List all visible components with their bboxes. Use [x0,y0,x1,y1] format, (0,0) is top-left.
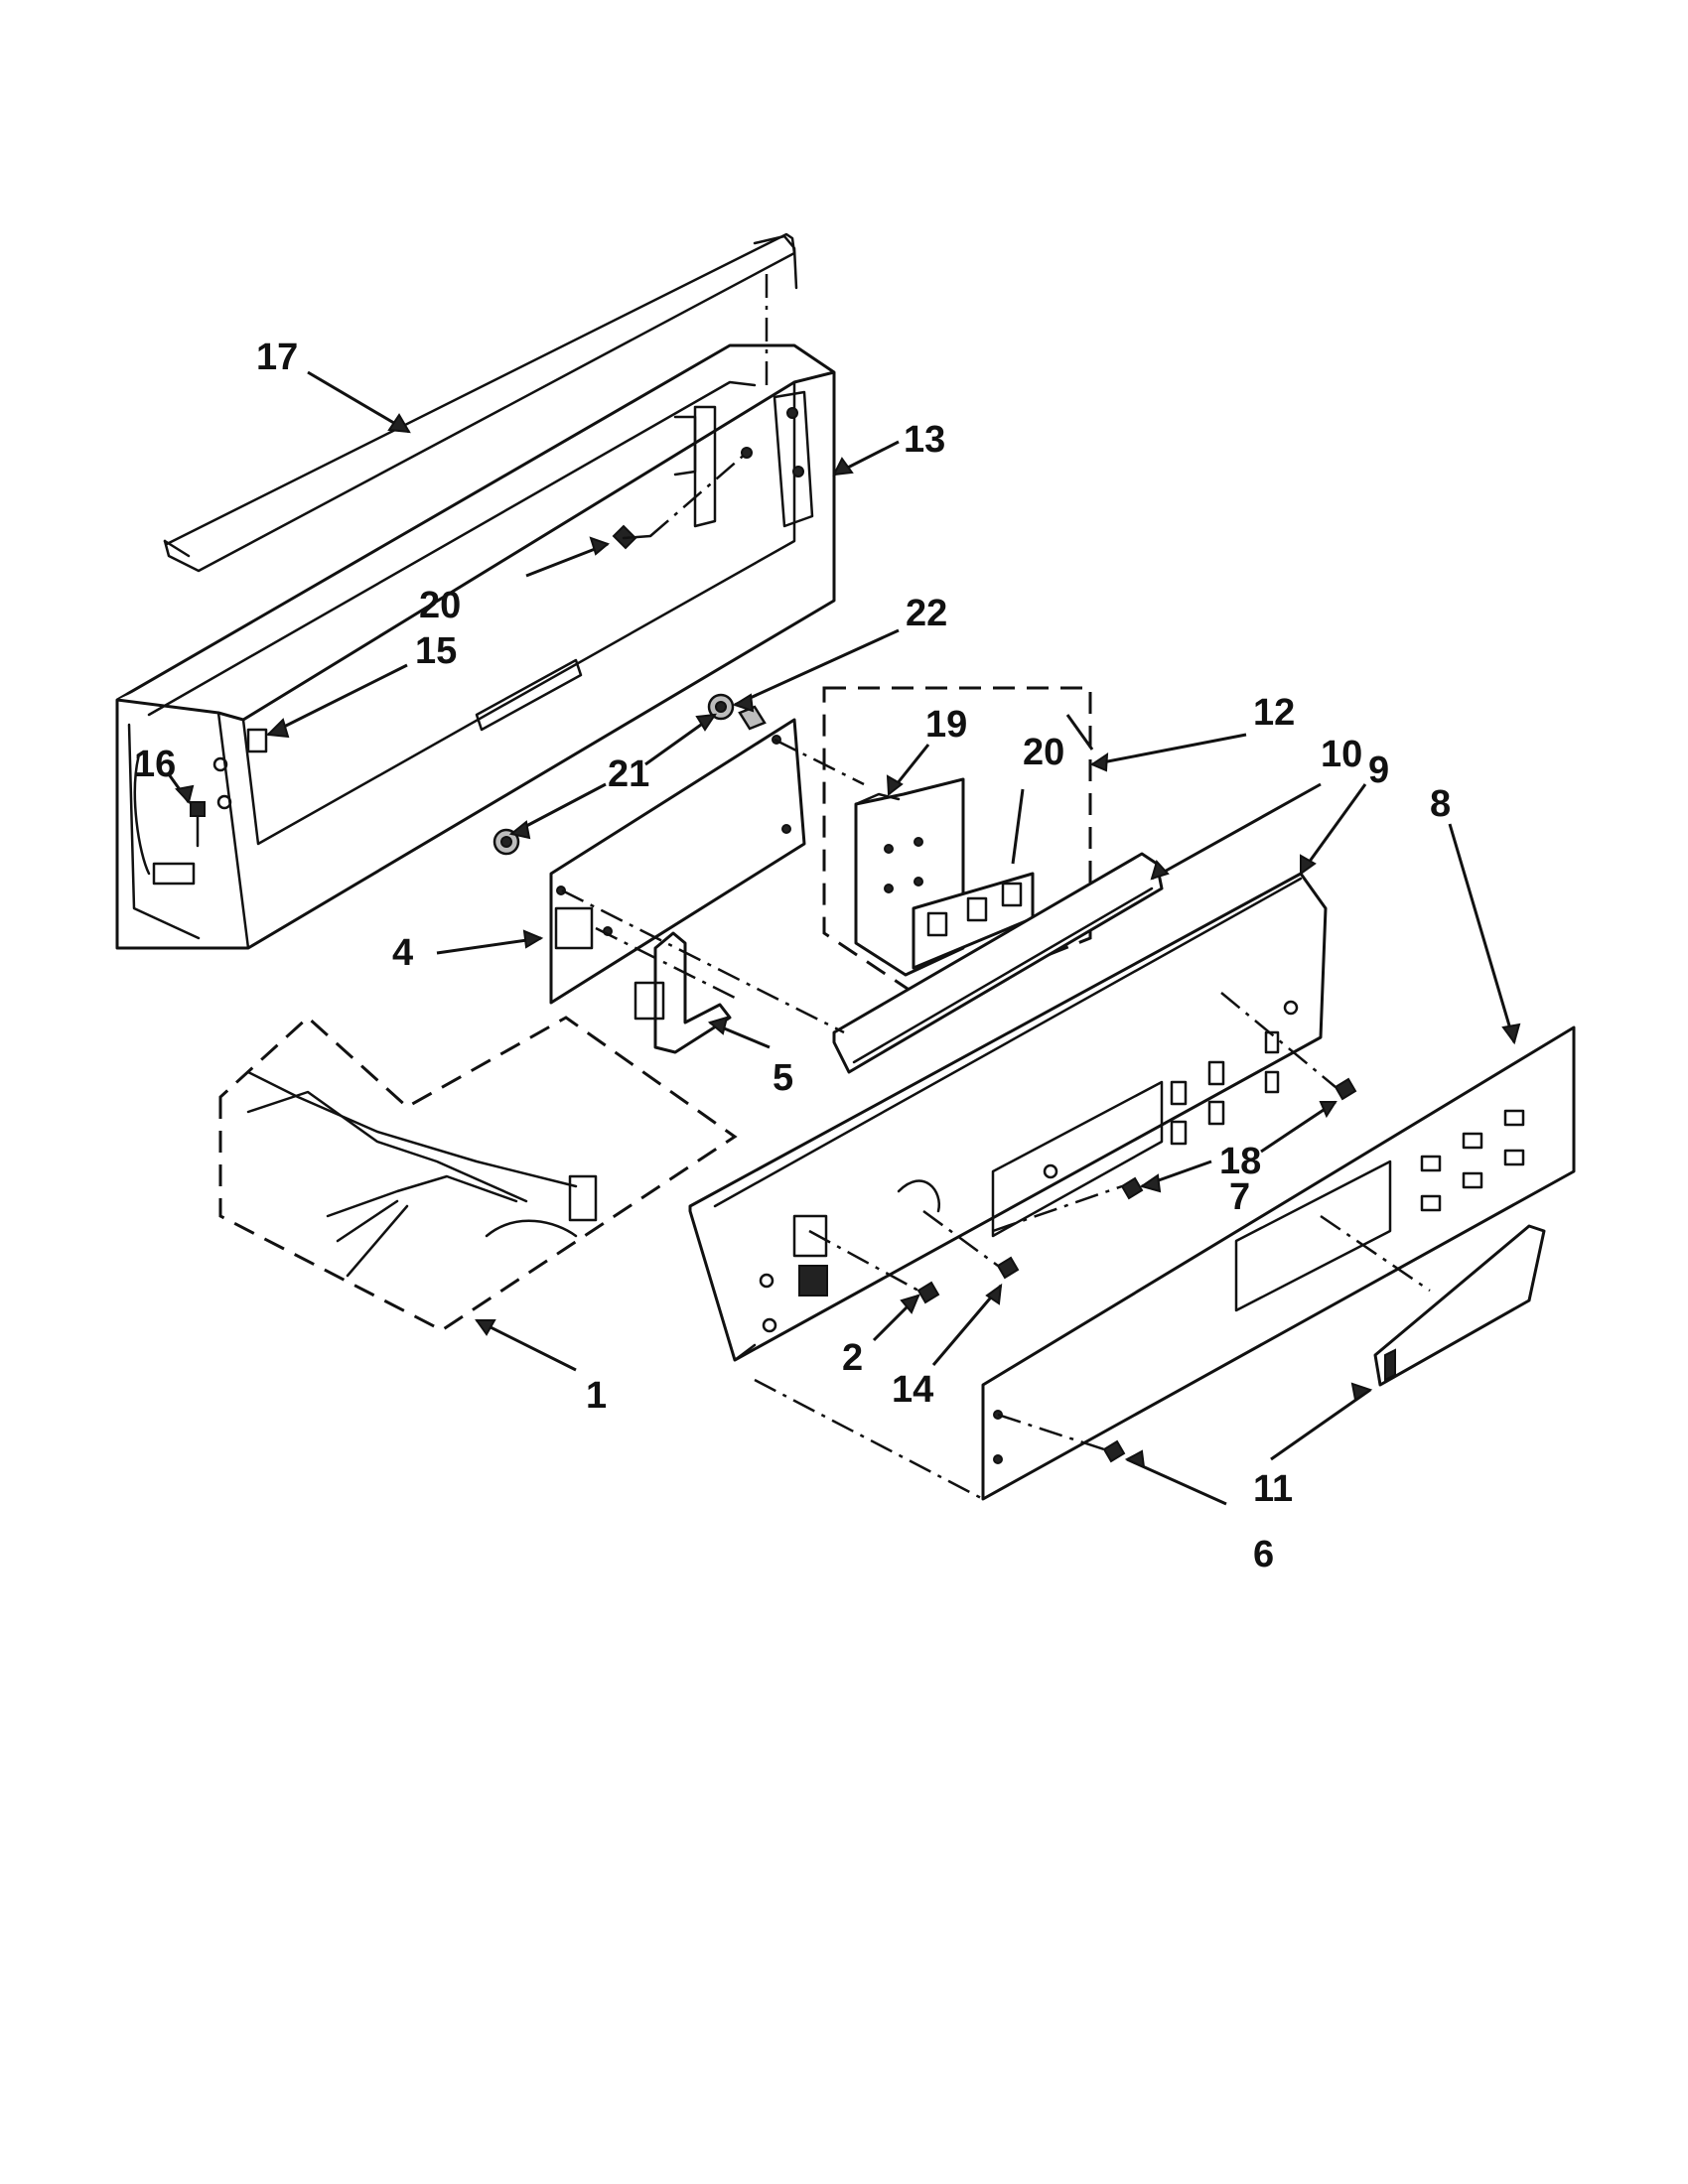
control-panel [688,872,1328,1362]
callout-13: 13 [904,419,945,461]
callout-21: 21 [608,753,649,795]
callout-9: 9 [1368,750,1389,791]
callout-2: 2 [842,1337,863,1379]
housing-bolt [612,524,652,550]
callout-16: 16 [134,744,176,785]
callout-7: 7 [1229,1176,1250,1218]
callout-8: 8 [1430,783,1451,825]
housing-screw [190,801,206,848]
keypad-group [822,686,1092,1005]
fasteners [916,1077,1357,1463]
callout-10: 10 [1321,734,1362,775]
arrowheads [175,413,1521,1469]
wiring-harness-group [218,906,738,1332]
callout-19: 19 [925,704,967,746]
callout-17: 17 [256,337,298,378]
callout-22: 22 [906,593,947,634]
callout-5: 5 [773,1057,793,1099]
overlay-panel [981,1025,1576,1501]
callout-14: 14 [892,1369,933,1411]
callouts: 17 13 20 22 15 19 12 20 10 9 8 16 21 4 5… [134,337,1451,1575]
console-housing [115,343,836,950]
bracket [653,931,732,1054]
callout-20-clips: 20 [1023,732,1064,773]
callout-1: 1 [586,1375,607,1417]
callout-15: 15 [415,630,457,672]
callout-4: 4 [392,932,413,974]
callout-6: 6 [1253,1534,1274,1575]
display-lens [1373,1224,1546,1387]
support-rod [163,232,798,573]
callout-18: 18 [1219,1141,1261,1182]
callout-12: 12 [1253,692,1295,734]
callout-11: 11 [1253,1468,1293,1510]
alignment-lines [561,274,1431,1501]
clip [246,728,268,753]
board-standoffs [492,693,735,856]
callout-20-bolt: 20 [419,585,461,626]
